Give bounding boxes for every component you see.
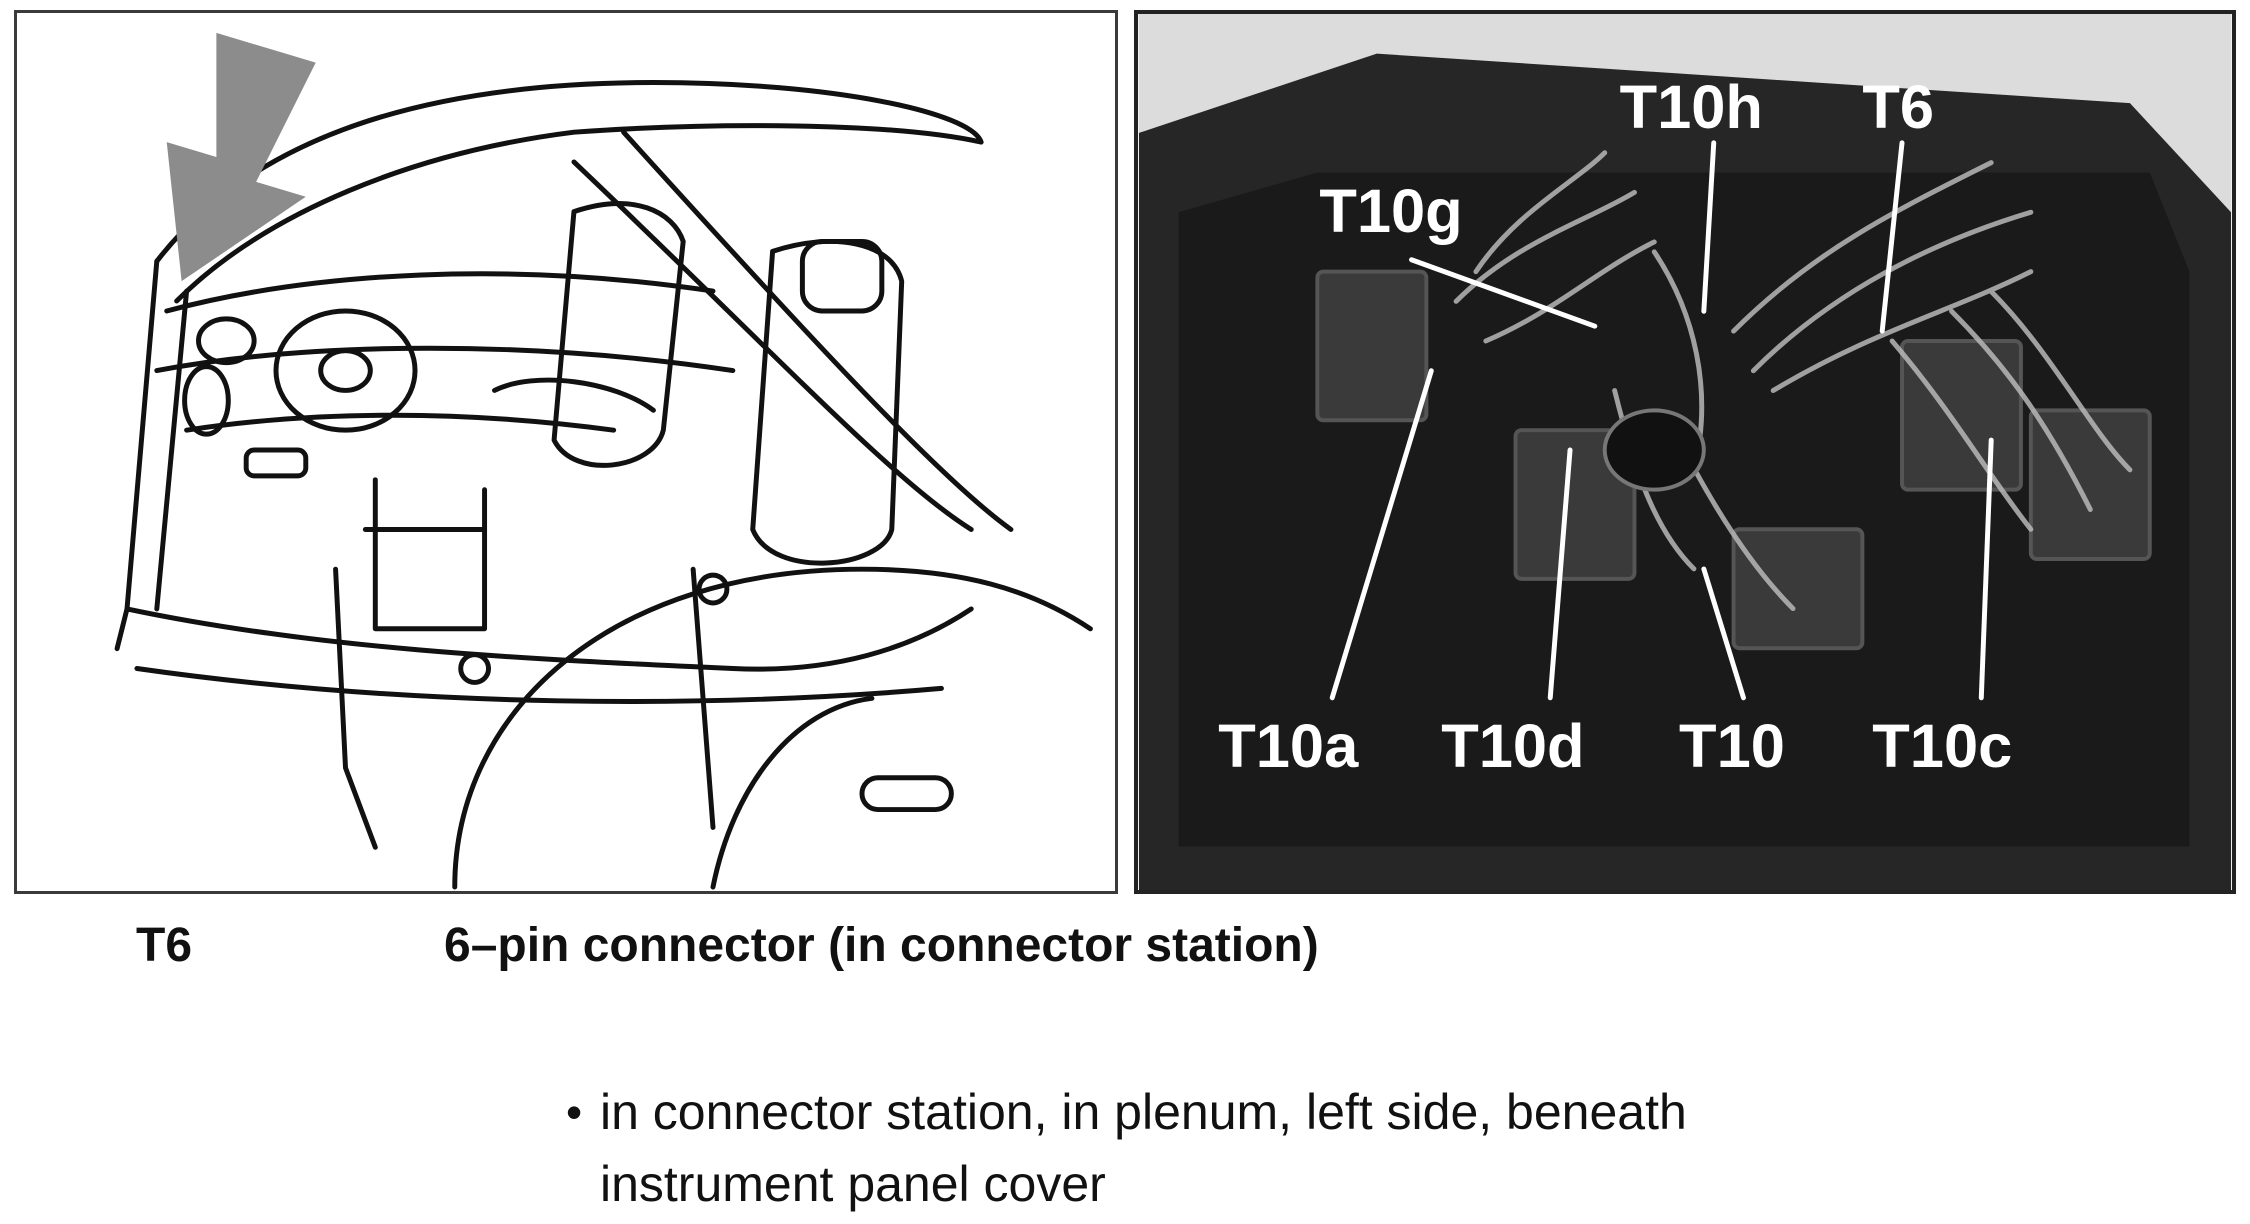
photo-label-t6: T6 — [1862, 73, 1934, 142]
location-line-1: in connector station, in plenum, left si… — [600, 1084, 1687, 1140]
bullet-icon: • — [566, 1086, 583, 1138]
photo-label-t10d: T10d — [1441, 712, 1584, 781]
location-line-2: instrument panel cover — [600, 1156, 1106, 1212]
photo-label-t10c: T10c — [1872, 712, 2012, 781]
connector-station-photo: T10h T6 T10g T10a T10d T10 T10c — [1134, 10, 2236, 894]
vehicle-interior-illustration — [14, 10, 1118, 894]
photo-label-t10: T10 — [1679, 712, 1785, 781]
connector-station-image: T10h T6 T10g T10a T10d T10 T10c — [1138, 14, 2232, 890]
photo-label-t10h: T10h — [1620, 73, 1763, 142]
component-code: T6 — [136, 919, 193, 972]
component-title: 6–pin connector (in connector station) — [444, 919, 1319, 972]
location-note: • in connector station, in plenum, left … — [566, 1076, 2100, 1220]
locator-arrow — [166, 32, 316, 282]
photo-label-t10a: T10a — [1218, 712, 1359, 781]
vehicle-interior-drawing — [114, 32, 1093, 890]
photo-label-t10g: T10g — [1319, 177, 1462, 246]
